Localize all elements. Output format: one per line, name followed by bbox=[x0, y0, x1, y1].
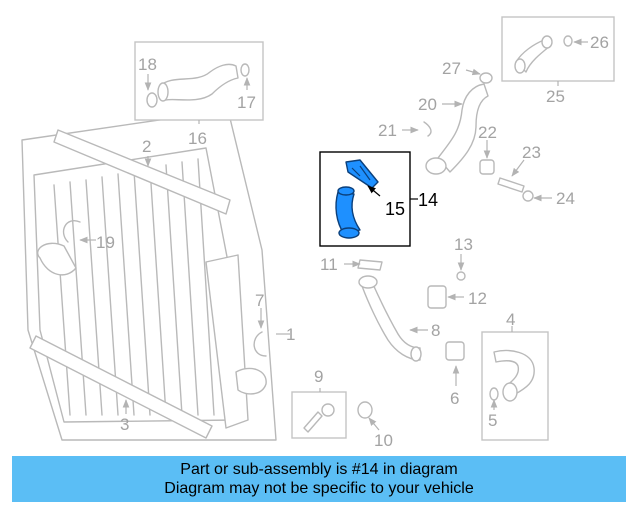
lower-pipe-8 bbox=[357, 259, 466, 362]
callout-15: 15 bbox=[385, 199, 405, 219]
banner-line-1: Part or sub-assembly is #14 in diagram bbox=[180, 461, 458, 478]
callout-21: 21 bbox=[378, 121, 397, 140]
charge-pipe-20 bbox=[423, 72, 534, 202]
callout-27: 27 bbox=[442, 59, 461, 78]
callout-17: 17 bbox=[237, 93, 256, 112]
callout-10: 10 bbox=[374, 431, 393, 450]
box-9 bbox=[291, 391, 347, 439]
clamp-6 bbox=[445, 341, 465, 361]
box-4 bbox=[481, 331, 549, 441]
box-25 bbox=[501, 16, 615, 82]
callout-5: 5 bbox=[488, 411, 497, 430]
callout-9: 9 bbox=[314, 367, 323, 386]
grommet-10 bbox=[357, 401, 373, 419]
callout-23: 23 bbox=[522, 143, 541, 162]
leader-lines bbox=[79, 38, 588, 431]
box-16 bbox=[134, 41, 264, 121]
callout-7: 7 bbox=[255, 291, 264, 310]
highlight-box-14 bbox=[319, 151, 411, 247]
callouts: 1 2 3 4 5 6 7 8 9 10 11 12 13 14 15 16 1… bbox=[96, 33, 609, 450]
callout-1: 1 bbox=[286, 325, 295, 344]
callout-22: 22 bbox=[478, 123, 497, 142]
callout-14: 14 bbox=[418, 190, 438, 210]
callout-2: 2 bbox=[142, 137, 151, 156]
callout-25: 25 bbox=[546, 87, 565, 106]
callout-19: 19 bbox=[96, 233, 115, 252]
callout-12: 12 bbox=[468, 289, 487, 308]
callout-18: 18 bbox=[138, 55, 157, 74]
callout-8: 8 bbox=[431, 321, 440, 340]
callout-26: 26 bbox=[590, 33, 609, 52]
callout-13: 13 bbox=[454, 235, 473, 254]
banner-line-2: Diagram may not be specific to your vehi… bbox=[164, 480, 474, 497]
info-banner: Part or sub-assembly is #14 in diagram D… bbox=[12, 456, 626, 502]
parts-diagram: 1 2 3 4 5 6 7 8 9 10 11 12 13 14 15 16 1… bbox=[21, 16, 615, 450]
callout-24: 24 bbox=[556, 189, 575, 208]
callout-16: 16 bbox=[188, 129, 207, 148]
callout-20: 20 bbox=[418, 95, 437, 114]
intercooler-core bbox=[21, 109, 277, 441]
callout-4: 4 bbox=[506, 310, 515, 329]
callout-11: 11 bbox=[320, 255, 338, 274]
callout-3: 3 bbox=[120, 415, 129, 434]
callout-6: 6 bbox=[450, 389, 459, 408]
